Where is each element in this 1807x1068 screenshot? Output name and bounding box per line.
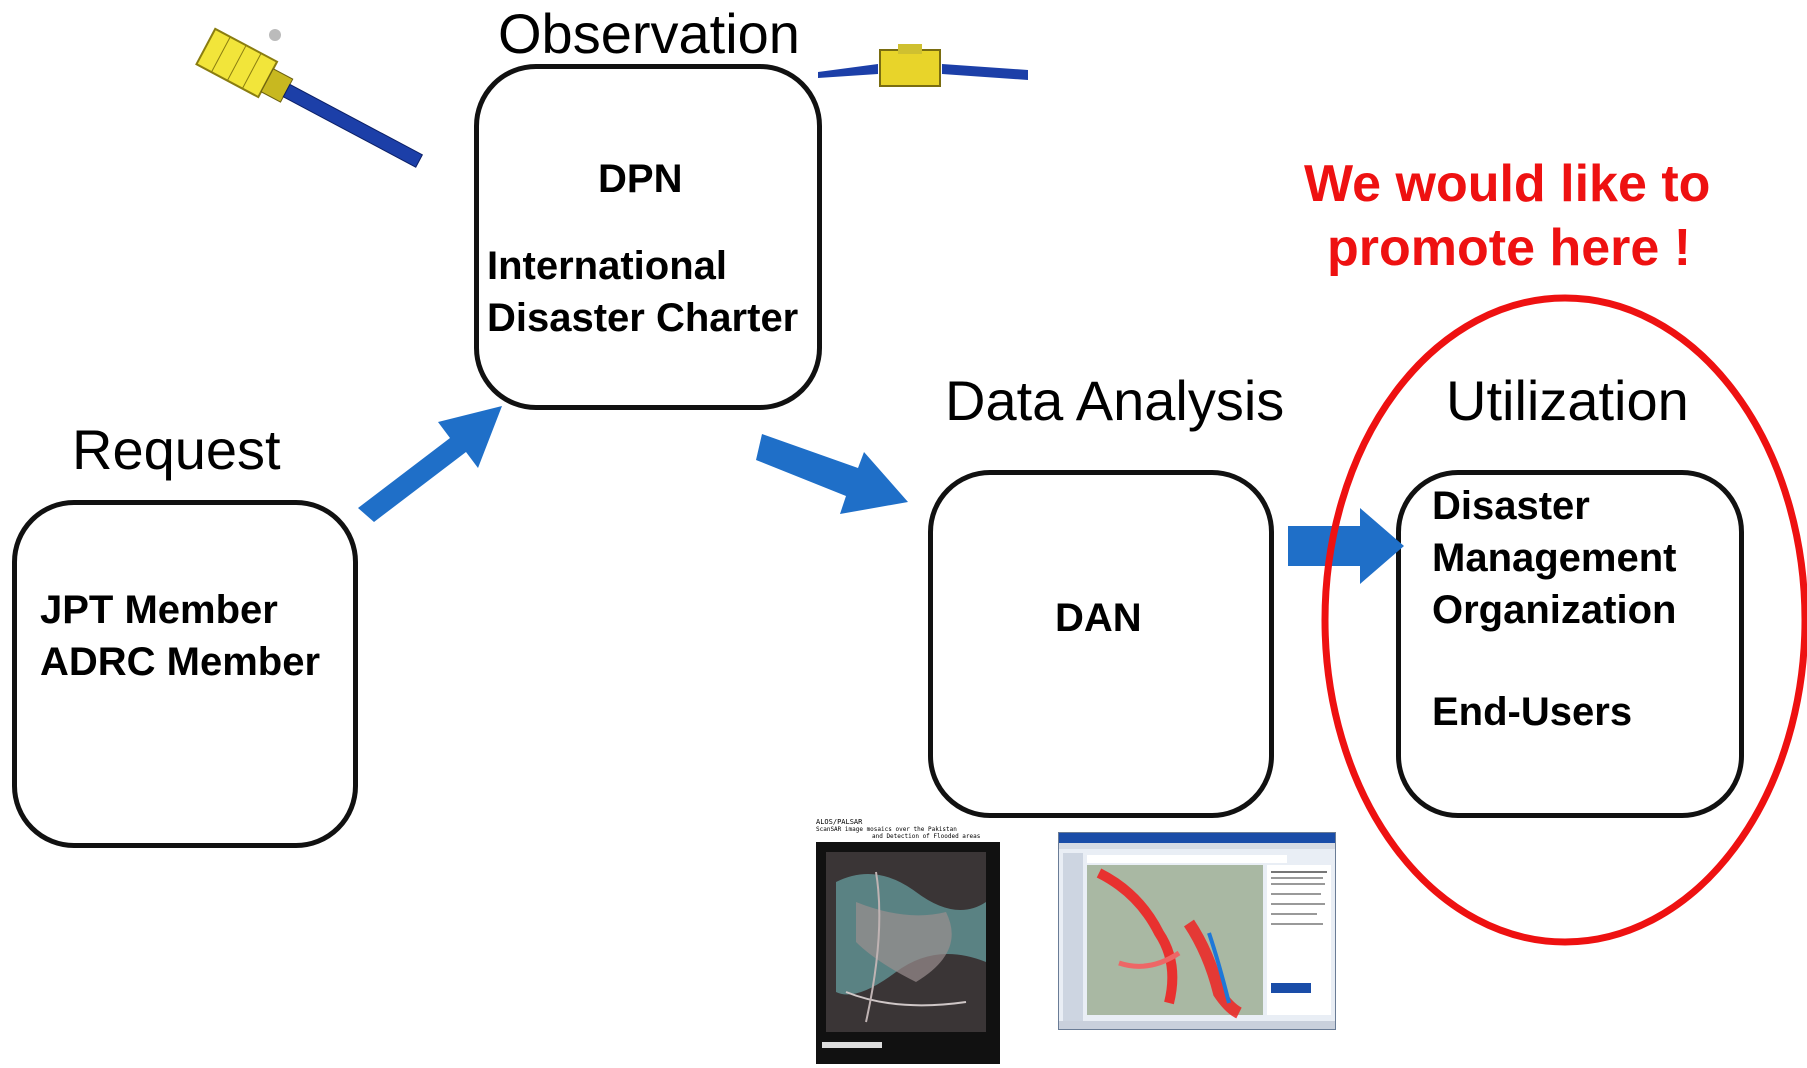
palsar-caption-2: ScanSAR image mosaics over the Pakistan <box>816 826 957 833</box>
utilization-line-1: Disaster <box>1432 484 1590 528</box>
palsar-caption-1: ALOS/PALSAR <box>816 818 863 826</box>
request-line-2: ADRC Member <box>40 640 321 684</box>
highlight-circle <box>1321 294 1807 946</box>
satellite-right-icon <box>818 44 1028 87</box>
dpn-title: DPN <box>598 157 683 201</box>
utilization-box <box>1396 470 1744 818</box>
callout-line-2: promote here ! <box>1327 219 1692 277</box>
request-line-1: JPT Member <box>40 588 278 632</box>
observation-box <box>474 64 822 410</box>
utilization-line-5: End-Users <box>1432 690 1633 734</box>
dan-title: DAN <box>1055 596 1142 640</box>
palsar-caption-3: and Detection of Flooded areas <box>872 833 981 840</box>
arrow-observation-to-analysis <box>756 434 908 514</box>
flood-map-thumbnail <box>1058 832 1336 1030</box>
data-analysis-label: Data Analysis <box>945 369 1285 432</box>
flood-map-window <box>1059 833 1335 1029</box>
observation-label: Observation <box>498 2 800 65</box>
observation-line-1: International <box>487 244 728 288</box>
palsar-thumbnail: ALOS/PALSAR ScanSAR image mosaics over t… <box>812 818 1004 1068</box>
utilization-line-3: Organization <box>1432 588 1677 632</box>
utilization-label: Utilization <box>1446 369 1689 432</box>
arrow-request-to-observation <box>358 406 502 522</box>
utilization-line-2: Management <box>1432 536 1677 580</box>
satellite-left-icon <box>195 27 424 168</box>
observation-line-2: Disaster Charter <box>487 296 799 340</box>
request-box <box>12 500 358 848</box>
callout-line-1: We would like to <box>1304 155 1711 213</box>
request-label: Request <box>72 418 281 481</box>
palsar-sar-image <box>816 842 1000 1064</box>
data-analysis-box <box>928 470 1274 818</box>
arrow-analysis-to-utilization <box>1288 508 1404 584</box>
